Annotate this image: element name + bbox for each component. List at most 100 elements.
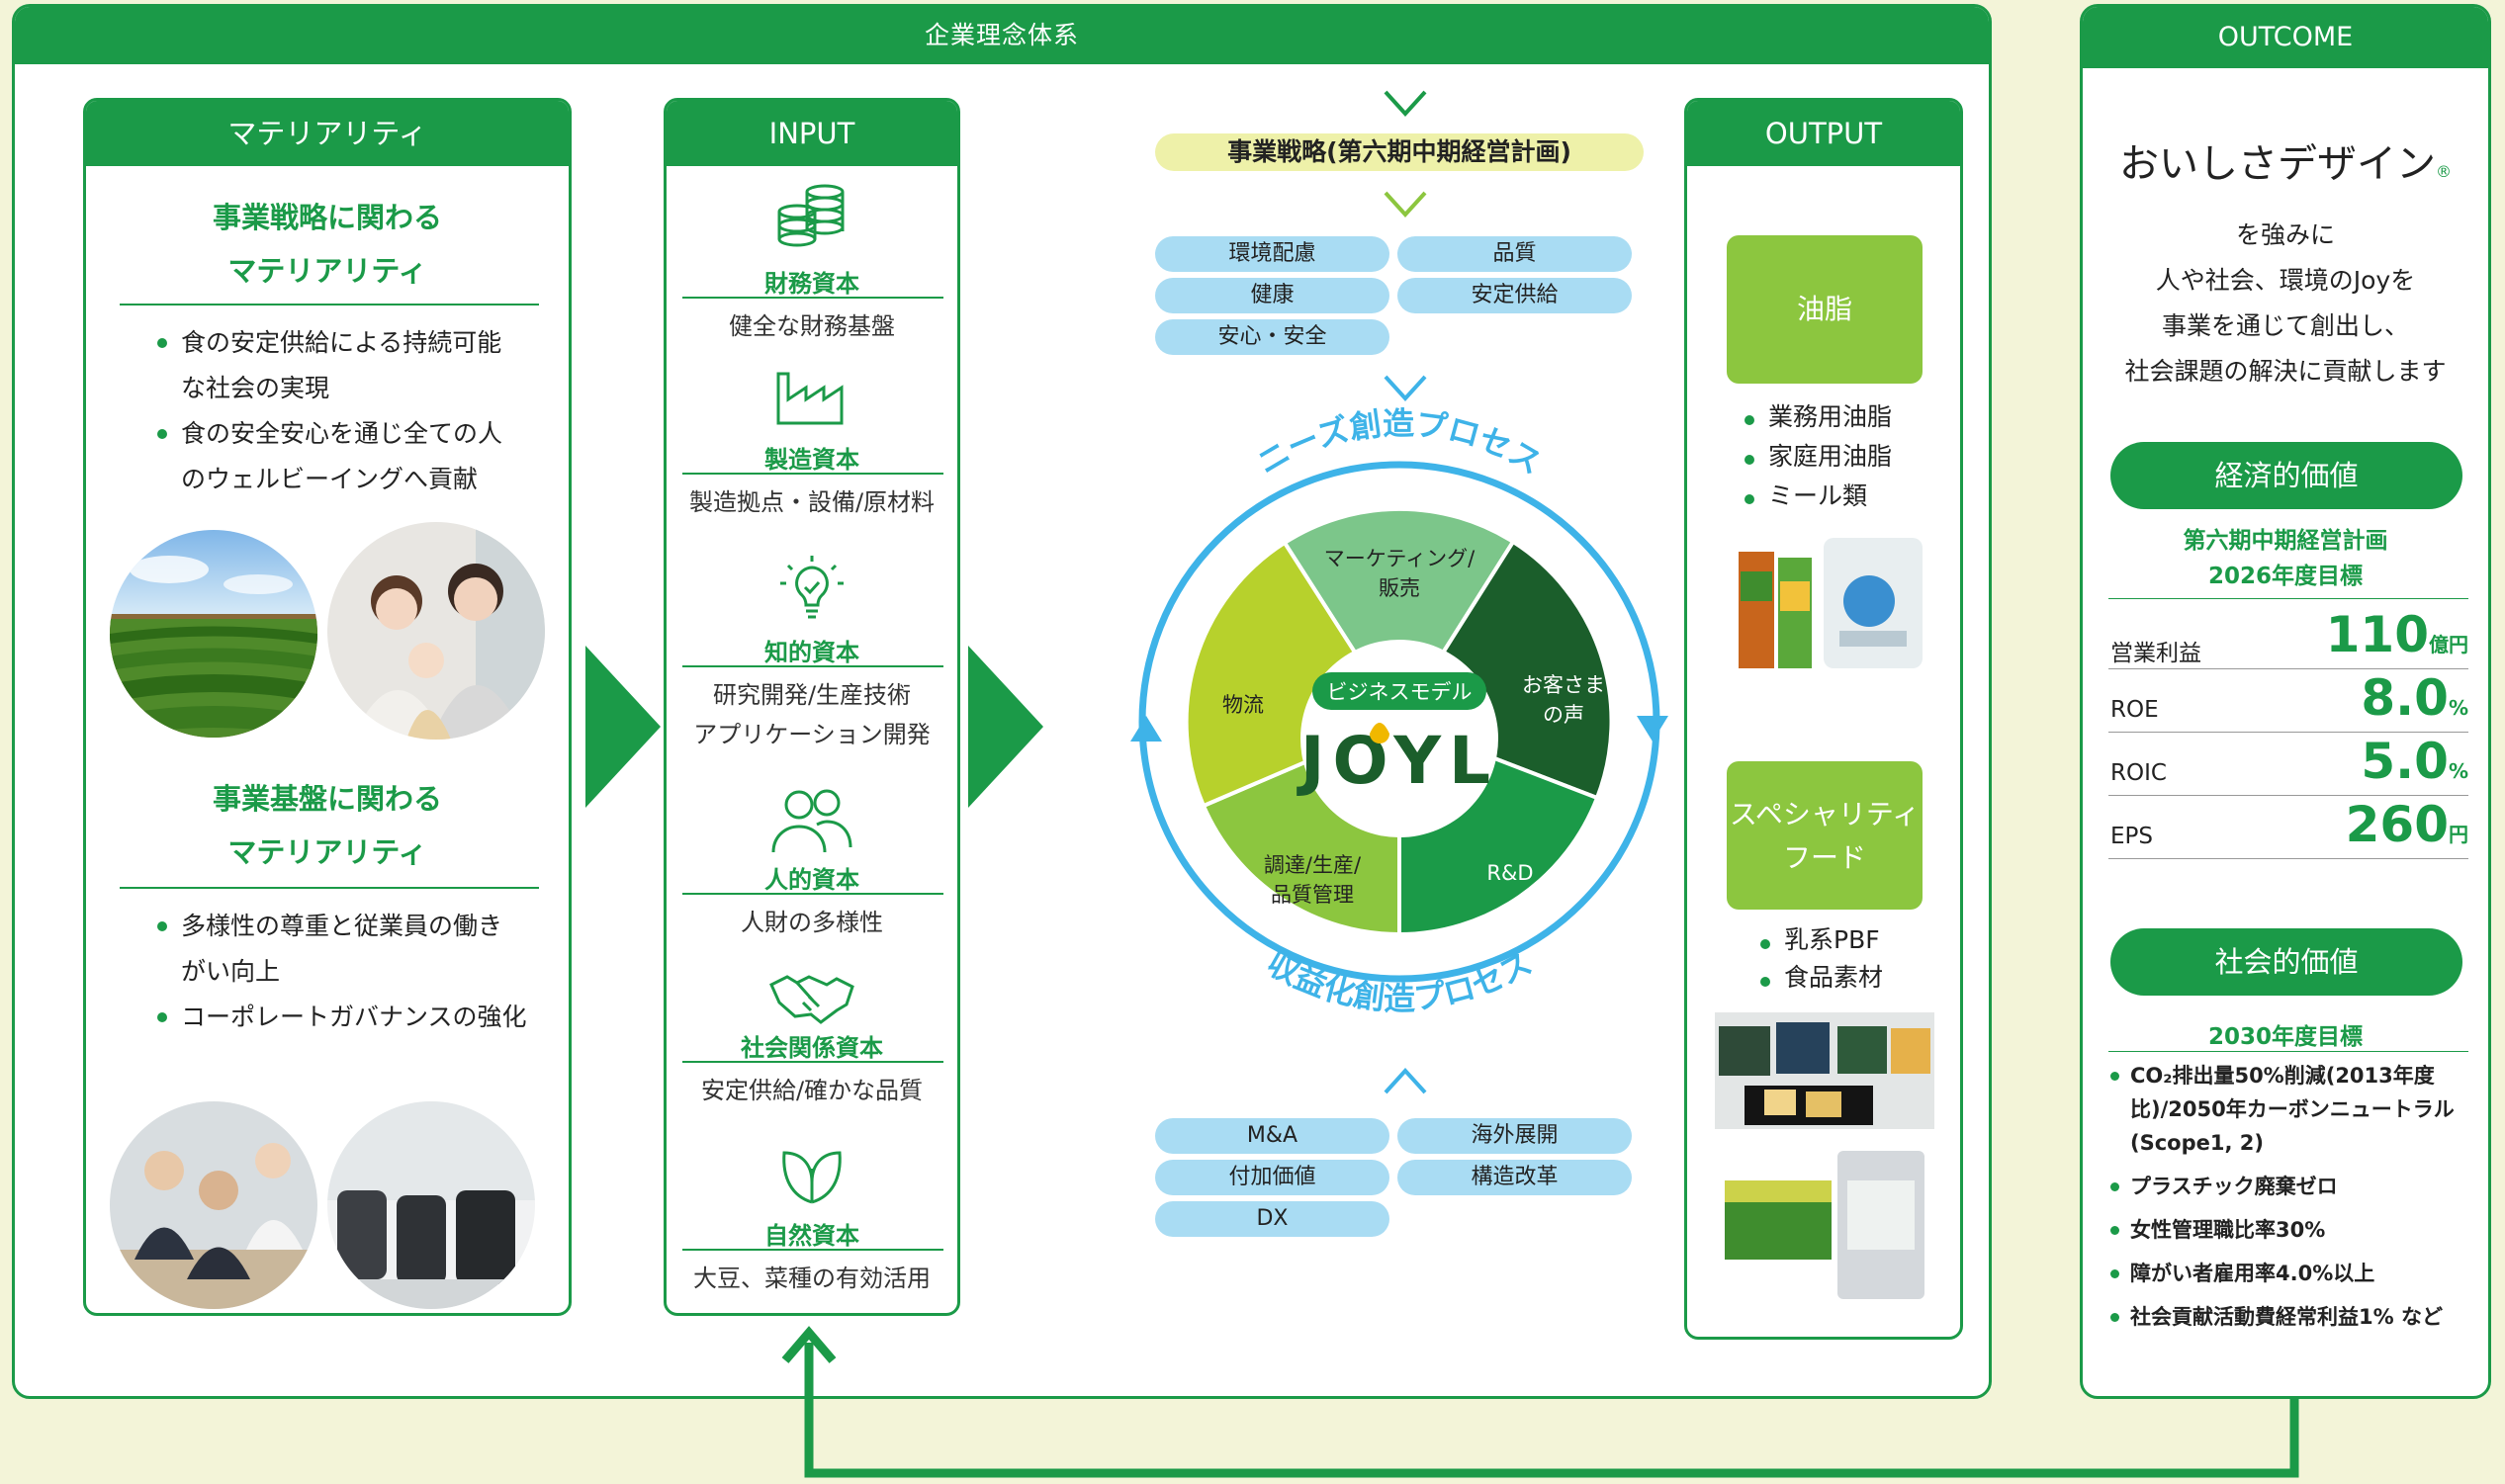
- joyl-logo: JOYL: [1297, 723, 1498, 799]
- corporate-philosophy-frame: 企業理念体系 マテリアリティ 事業戦略に関わる マテリアリティ 食の安定供給によ…: [12, 4, 1992, 1399]
- list-item: 障がい者雇用率4.0%以上: [2108, 1257, 2484, 1290]
- list-item: 食品素材: [1758, 959, 1956, 997]
- social-targets-list: CO₂排出量50%削減(2013年度 比)/2050年カーボンニュートラル (S…: [2108, 1059, 2484, 1334]
- outcome-panel: OUTCOME おいしさデザイン® を強みに 人や社会、環境のJoyを 事業を通…: [2080, 4, 2491, 1399]
- capital-desc: 大豆、菜種の有効活用: [693, 1265, 931, 1292]
- divider: [682, 665, 943, 667]
- social-subtitle: 2030年度目標: [2207, 1024, 2363, 1050]
- feedback-loop-arrow: [781, 1326, 2299, 1478]
- initiative-pill: 海外展開: [1397, 1118, 1632, 1154]
- capital-name: 社会関係資本: [741, 1034, 883, 1062]
- brand-line: おいしさデザイン®: [2119, 141, 2452, 187]
- divider: [682, 1249, 943, 1251]
- list-item: 食の安定供給による持続可能: [155, 320, 551, 366]
- capital-name: 製造資本: [764, 446, 859, 474]
- family-photo: [327, 522, 545, 740]
- lightbulb-icon: [667, 554, 957, 627]
- capital-desc: 人財の多様性: [741, 909, 883, 936]
- initiative-pill: DX: [1155, 1201, 1389, 1237]
- chevron-down-icon: [1384, 375, 1427, 401]
- business-materiality-heading-2: マテリアリティ: [227, 254, 427, 288]
- business-model-badge: ビジネスモデル: [1327, 680, 1473, 704]
- kpi-roe: ROE 8.0%: [2108, 669, 2468, 733]
- capital-name: 自然資本: [764, 1222, 859, 1250]
- divider: [2108, 598, 2468, 599]
- base-materiality-list: 多様性の尊重と従業員の働き がい向上 コーポレートガバナンスの強化: [155, 904, 551, 1040]
- social-value-pill: 社会的価値: [2110, 928, 2462, 996]
- oil-products-photo: [1733, 532, 1926, 674]
- handshake-icon: [667, 971, 957, 1030]
- capital-name: 財務資本: [764, 270, 859, 298]
- segment-marketing: [1282, 506, 1516, 726]
- materiality-panel: マテリアリティ 事業戦略に関わる マテリアリティ 食の安定供給による持続可能 な…: [83, 98, 572, 1316]
- list-item-continued: がい向上: [181, 957, 281, 986]
- input-title: INPUT: [667, 101, 957, 166]
- capital-desc: 研究開発/生産技術: [712, 681, 912, 709]
- list-item-continued: 比)/2050年カーボンニュートラル: [2130, 1097, 2455, 1121]
- divider: [120, 304, 539, 306]
- segment-label: の声: [1543, 703, 1584, 727]
- list-item-continued: (Scope1, 2): [2130, 1131, 2264, 1155]
- farm-field-photo: [110, 530, 317, 738]
- list-item: 食の安全安心を通じ全ての人: [155, 411, 551, 457]
- frame-title: 企業理念体系: [15, 7, 1989, 64]
- svg-text:収益化創造プロセス: 収益化創造プロセス: [1261, 944, 1539, 1017]
- capital-name: 知的資本: [764, 639, 859, 666]
- list-item: 業務用油脂: [1743, 397, 1960, 437]
- list-item-continued: のウェルビーイングへ貢献: [181, 465, 479, 493]
- divider: [682, 297, 943, 299]
- theme-pill: 安心・安全: [1155, 319, 1389, 355]
- oil-products-list: 業務用油脂 家庭用油脂 ミール類: [1743, 397, 1960, 516]
- divider: [682, 893, 943, 895]
- svg-text:ニーズ創造プロセス: ニーズ創造プロセス: [1251, 407, 1549, 481]
- business-model-wheel: ニーズ創造プロセス 収益化創造プロセス マーケティング/ 販売 お客さま の声 …: [1130, 407, 1668, 1017]
- kpi-roic: ROIC 5.0%: [2108, 733, 2468, 796]
- specialty-products-list: 乳系PBF 食品素材: [1758, 921, 1956, 997]
- kpi-operating-profit: 営業利益 110億円: [2108, 606, 2468, 669]
- chevron-up-icon: [1384, 1068, 1427, 1094]
- initiative-pill: M&A: [1155, 1118, 1389, 1154]
- kpi-eps: EPS 260円: [2108, 796, 2468, 859]
- list-item: 多様性の尊重と従業員の働き: [155, 904, 551, 949]
- business-materiality-heading-1: 事業戦略に関わる: [212, 201, 442, 234]
- business-team-photo: [110, 1101, 317, 1309]
- list-item: 社会貢献活動費経常利益1% など: [2108, 1300, 2484, 1334]
- people-icon: [667, 783, 957, 858]
- segment-label: 調達/生産/: [1264, 853, 1362, 877]
- flow-arrow: [585, 646, 661, 808]
- specialty-food-box: スペシャリティ フード: [1727, 761, 1923, 910]
- base-materiality-heading-1: 事業基盤に関わる: [212, 782, 442, 816]
- segment-label: お客さま: [1522, 673, 1605, 697]
- chevron-down-icon: [1384, 191, 1427, 218]
- base-materiality-heading-2: マテリアリティ: [227, 835, 427, 869]
- needs-process-label: ニーズ創造プロセス: [1251, 407, 1549, 481]
- list-item: 乳系PBF: [1758, 921, 1956, 959]
- list-item: プラスチック廃棄ゼロ: [2108, 1170, 2484, 1203]
- leaf-icon: [667, 1135, 957, 1210]
- specialty-products-photo: [1715, 1012, 1934, 1299]
- segment-label: 品質管理: [1271, 883, 1354, 907]
- theme-pill: 環境配慮: [1155, 236, 1389, 272]
- divider: [120, 887, 539, 889]
- capital-desc: アプリケーション開発: [693, 721, 931, 748]
- output-title: OUTPUT: [1687, 101, 1960, 166]
- theme-pill: 安定供給: [1397, 278, 1632, 313]
- capital-name: 人的資本: [764, 866, 859, 894]
- list-item-continued: な社会の実現: [181, 374, 330, 402]
- segment-label: マーケティング/: [1324, 547, 1476, 570]
- capital-desc: 製造拠点・設備/原材料: [688, 488, 936, 516]
- outcome-title: OUTCOME: [2083, 7, 2488, 68]
- segment-label: R&D: [1486, 861, 1533, 885]
- output-panel: OUTPUT 油脂 業務用油脂 家庭用油脂 ミール類 スペシャリティ フード 乳…: [1684, 98, 1963, 1340]
- divider: [682, 1061, 943, 1063]
- list-item: コーポレートガバナンスの強化: [155, 995, 551, 1040]
- capital-desc: 安定供給/確かな品質: [700, 1077, 924, 1104]
- profit-process-label: 収益化創造プロセス: [1261, 944, 1539, 1017]
- divider: [2108, 1051, 2468, 1052]
- flow-arrow: [968, 646, 1043, 808]
- meeting-room-photo: [327, 1101, 535, 1309]
- list-item: 女性管理職比率30%: [2108, 1213, 2484, 1247]
- strategy-label: 事業戦略(第六期中期経営計画): [1155, 133, 1644, 171]
- theme-pill: 品質: [1397, 236, 1632, 272]
- materiality-title: マテリアリティ: [86, 101, 569, 166]
